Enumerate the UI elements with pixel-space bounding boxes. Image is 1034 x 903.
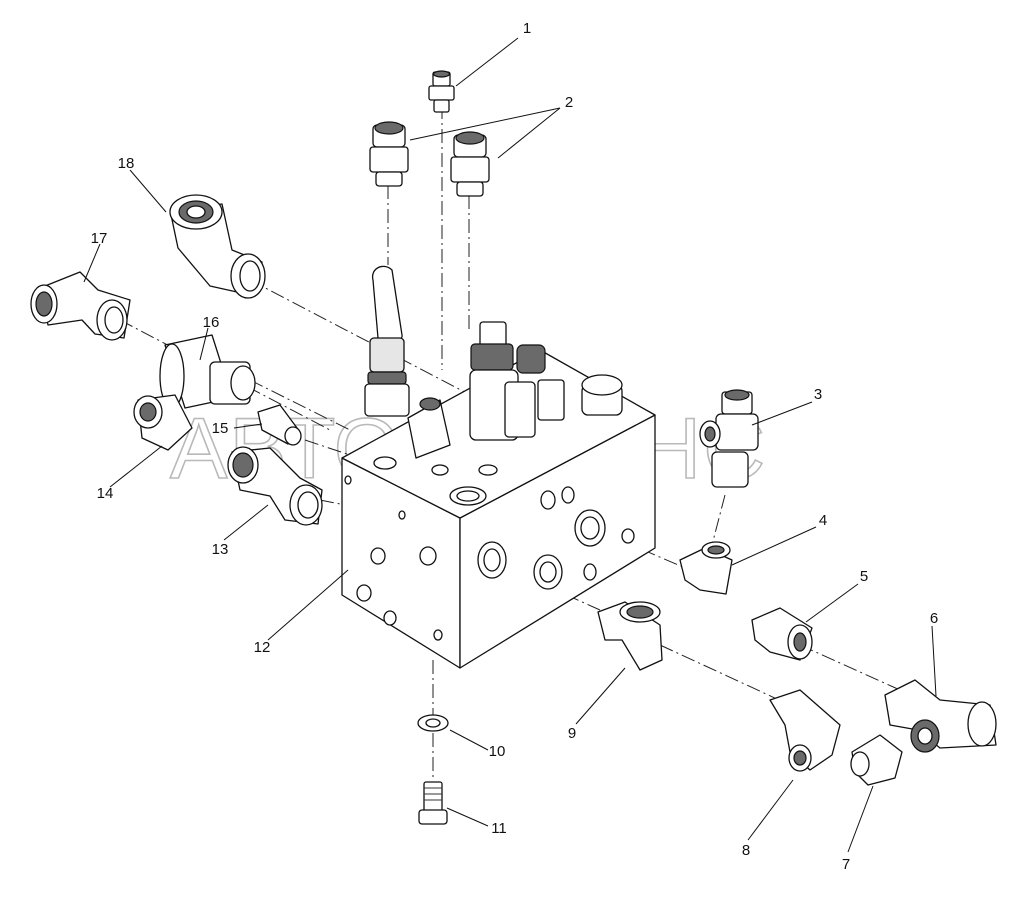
callout-16: 16 xyxy=(203,314,220,331)
elbow-part-4 xyxy=(679,541,733,595)
elbow-part-17 xyxy=(30,271,131,341)
tee-part-6 xyxy=(884,679,997,753)
callout-9: 9 xyxy=(568,725,576,742)
straight-fitting-part-16 xyxy=(159,334,256,409)
callout-labels: 1 2 3 4 5 6 7 8 9 10 11 12 13 14 15 16 1… xyxy=(91,20,939,873)
callout-1: 1 xyxy=(523,20,531,37)
callout-10: 10 xyxy=(489,743,506,760)
adapter-part-2-left xyxy=(369,121,409,187)
elbow-part-14 xyxy=(133,394,193,451)
callout-7: 7 xyxy=(842,856,850,873)
callout-17: 17 xyxy=(91,230,108,247)
callout-11: 11 xyxy=(491,820,507,837)
solenoid-valve xyxy=(469,321,623,441)
callout-15: 15 xyxy=(212,420,229,437)
bolt-part-11 xyxy=(418,781,448,825)
fitting-part-1 xyxy=(428,70,455,113)
adapter-part-5 xyxy=(751,607,813,661)
adapter-part-7 xyxy=(850,734,903,786)
callout-12: 12 xyxy=(254,639,271,656)
nipple-part-15 xyxy=(257,404,302,446)
callout-18: 18 xyxy=(118,155,135,172)
washer-part-10 xyxy=(417,714,449,732)
callout-2: 2 xyxy=(565,94,573,111)
adapter-part-2-right xyxy=(450,131,490,197)
elbow-part-18 xyxy=(169,194,266,299)
leader-lines xyxy=(83,37,937,853)
callout-8: 8 xyxy=(742,842,750,859)
elbow-part-9 xyxy=(597,601,663,671)
callout-4: 4 xyxy=(819,512,827,529)
callout-6: 6 xyxy=(930,610,938,627)
callout-5: 5 xyxy=(860,568,868,585)
tee-part-13 xyxy=(227,446,323,526)
tee-part-3 xyxy=(699,389,759,488)
hand-lever-valve xyxy=(364,265,451,459)
callout-14: 14 xyxy=(97,485,114,502)
callout-13: 13 xyxy=(212,541,229,558)
callout-3: 3 xyxy=(814,386,822,403)
elbow-part-8 xyxy=(769,689,841,772)
